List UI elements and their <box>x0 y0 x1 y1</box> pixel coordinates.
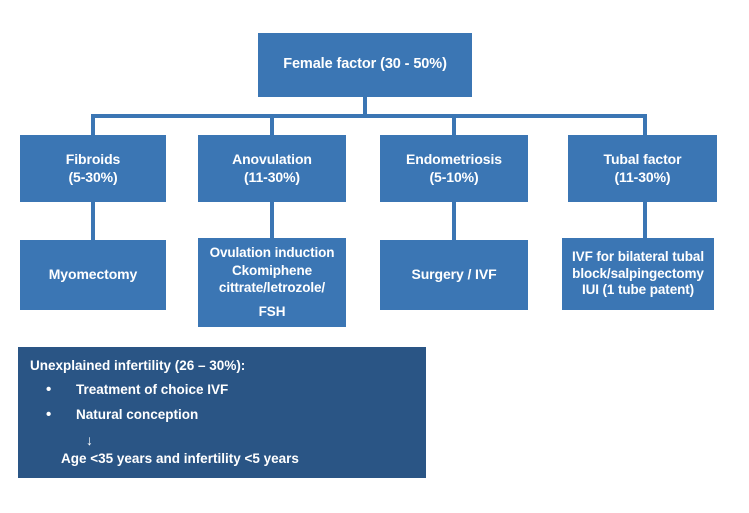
node-cause-fibroids: Fibroids (5-30%) <box>20 135 166 202</box>
note-title: Unexplained infertility (26 – 30%): <box>30 358 246 373</box>
connector-cause-0-to-treatment-0 <box>91 202 95 240</box>
cause-1-name: Anovulation <box>232 151 312 168</box>
note-unexplained-infertility: Unexplained infertility (26 – 30%): Trea… <box>18 347 426 478</box>
connector-cause-3-to-treatment-3 <box>643 202 647 238</box>
cause-1-prevalence: (11-30%) <box>243 168 300 185</box>
cause-3-name: Tubal factor <box>603 151 682 168</box>
node-treatment-myomectomy: Myomectomy <box>20 240 166 310</box>
note-footer-text: Age <35 years and infertility <5 years <box>61 451 299 467</box>
treatment-0-line-0: Myomectomy <box>48 266 138 283</box>
treatment-1-line-3: FSH <box>258 304 286 320</box>
node-cause-tubal-factor: Tubal factor (11-30%) <box>568 135 717 202</box>
node-treatment-tubal-ivf-iui: IVF for bilateral tubal block/salpingect… <box>562 238 714 310</box>
node-treatment-ovulation-induction: Ovulation induction Ckomiphene cittrate/… <box>198 238 346 327</box>
connector-to-cause-0 <box>91 114 95 135</box>
down-arrow-icon: ↓ <box>86 431 93 448</box>
treatment-3-line-1: block/salpingectomy <box>572 265 704 281</box>
node-treatment-surgery-ivf: Surgery / IVF <box>380 240 528 310</box>
note-bullet-list: Treatment of choice IVF Natural concepti… <box>30 381 426 424</box>
cause-2-name: Endometriosis <box>406 151 502 168</box>
root-label: Female factor (30 - 50%) <box>283 56 447 73</box>
cause-2-prevalence: (5-10%) <box>429 168 479 185</box>
treatment-1-line-0: Ovulation induction <box>209 245 335 261</box>
node-cause-endometriosis: Endometriosis (5-10%) <box>380 135 528 202</box>
treatment-3-line-0: IVF for bilateral tubal <box>572 248 704 264</box>
node-cause-anovulation: Anovulation (11-30%) <box>198 135 346 202</box>
connector-cause-1-to-treatment-1 <box>270 202 274 238</box>
cause-3-prevalence: (11-30%) <box>614 168 671 185</box>
connector-cause-2-to-treatment-2 <box>452 202 456 240</box>
treatment-1-line-2: cittrate/letrozole/ <box>218 280 326 295</box>
connector-root-stem <box>363 97 367 114</box>
treatment-1-line-1: Ckomiphene <box>231 262 312 278</box>
connector-to-cause-2 <box>452 114 456 135</box>
treatment-2-line-0: Surgery / IVF <box>411 266 497 283</box>
note-bullet-0: Treatment of choice IVF <box>46 381 426 399</box>
cause-0-prevalence: (5-30%) <box>68 168 118 185</box>
connector-to-cause-1 <box>270 114 274 135</box>
node-female-factor: Female factor (30 - 50%) <box>258 33 472 97</box>
connector-distributor-bar <box>91 114 647 118</box>
note-bullet-1: Natural conception <box>46 406 426 424</box>
cause-0-name: Fibroids <box>65 151 121 168</box>
treatment-3-line-2: IUI (1 tube patent) <box>581 282 695 298</box>
connector-to-cause-3 <box>643 114 647 135</box>
